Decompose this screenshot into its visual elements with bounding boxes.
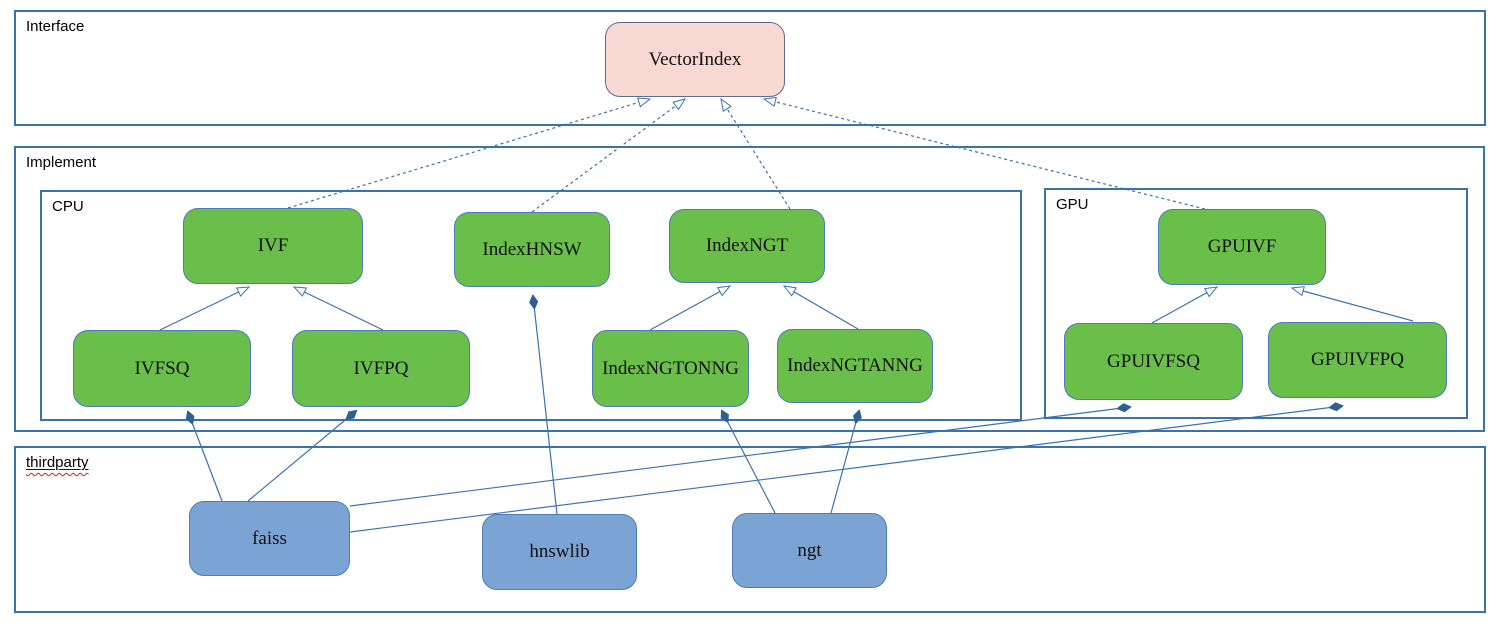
node-indexngtanng-label: IndexNGTANNG [787,355,923,376]
node-ivfpq: IVFPQ [292,330,470,407]
node-faiss: faiss [189,501,350,576]
node-indexngt: IndexNGT [669,209,825,283]
node-indexngtonng-label: IndexNGTONNG [602,357,739,379]
node-indexngtonng: IndexNGTONNG [592,330,749,407]
node-ivfsq-label: IVFSQ [134,357,190,379]
node-hnswlib: hnswlib [482,514,637,590]
node-gpuivfsq-label: GPUIVFSQ [1107,350,1200,372]
container-cpu-label: CPU [52,198,84,215]
node-gpuivf: GPUIVF [1158,209,1326,285]
node-ngt-label: ngt [797,539,822,561]
node-gpuivf-label: GPUIVF [1207,236,1277,257]
container-thirdparty-label: thirdparty [26,454,89,471]
node-faiss-label: faiss [252,527,287,549]
node-ivf-label: IVF [257,235,289,256]
node-indexhnsw-label: IndexHNSW [482,238,582,260]
container-gpu-label: GPU [1056,196,1089,213]
node-ivf: IVF [183,208,363,284]
node-ivfsq: IVFSQ [73,330,251,407]
node-hnswlib-label: hnswlib [529,541,590,562]
node-gpuivfpq-label: GPUIVFPQ [1311,349,1404,370]
node-vectorindex-label: VectorIndex [648,48,742,70]
node-vectorindex: VectorIndex [605,22,785,97]
node-ngt: ngt [732,513,887,588]
container-interface-label: Interface [26,18,85,35]
node-indexngt-label: IndexNGT [705,235,789,256]
node-indexhnsw: IndexHNSW [454,212,610,287]
container-implement-label: Implement [26,154,97,171]
node-gpuivfpq: GPUIVFPQ [1268,322,1447,398]
node-gpuivfsq: GPUIVFSQ [1064,323,1243,400]
node-ivfpq-label: IVFPQ [353,357,409,379]
node-indexngtanng: IndexNGTANNG [777,329,933,403]
